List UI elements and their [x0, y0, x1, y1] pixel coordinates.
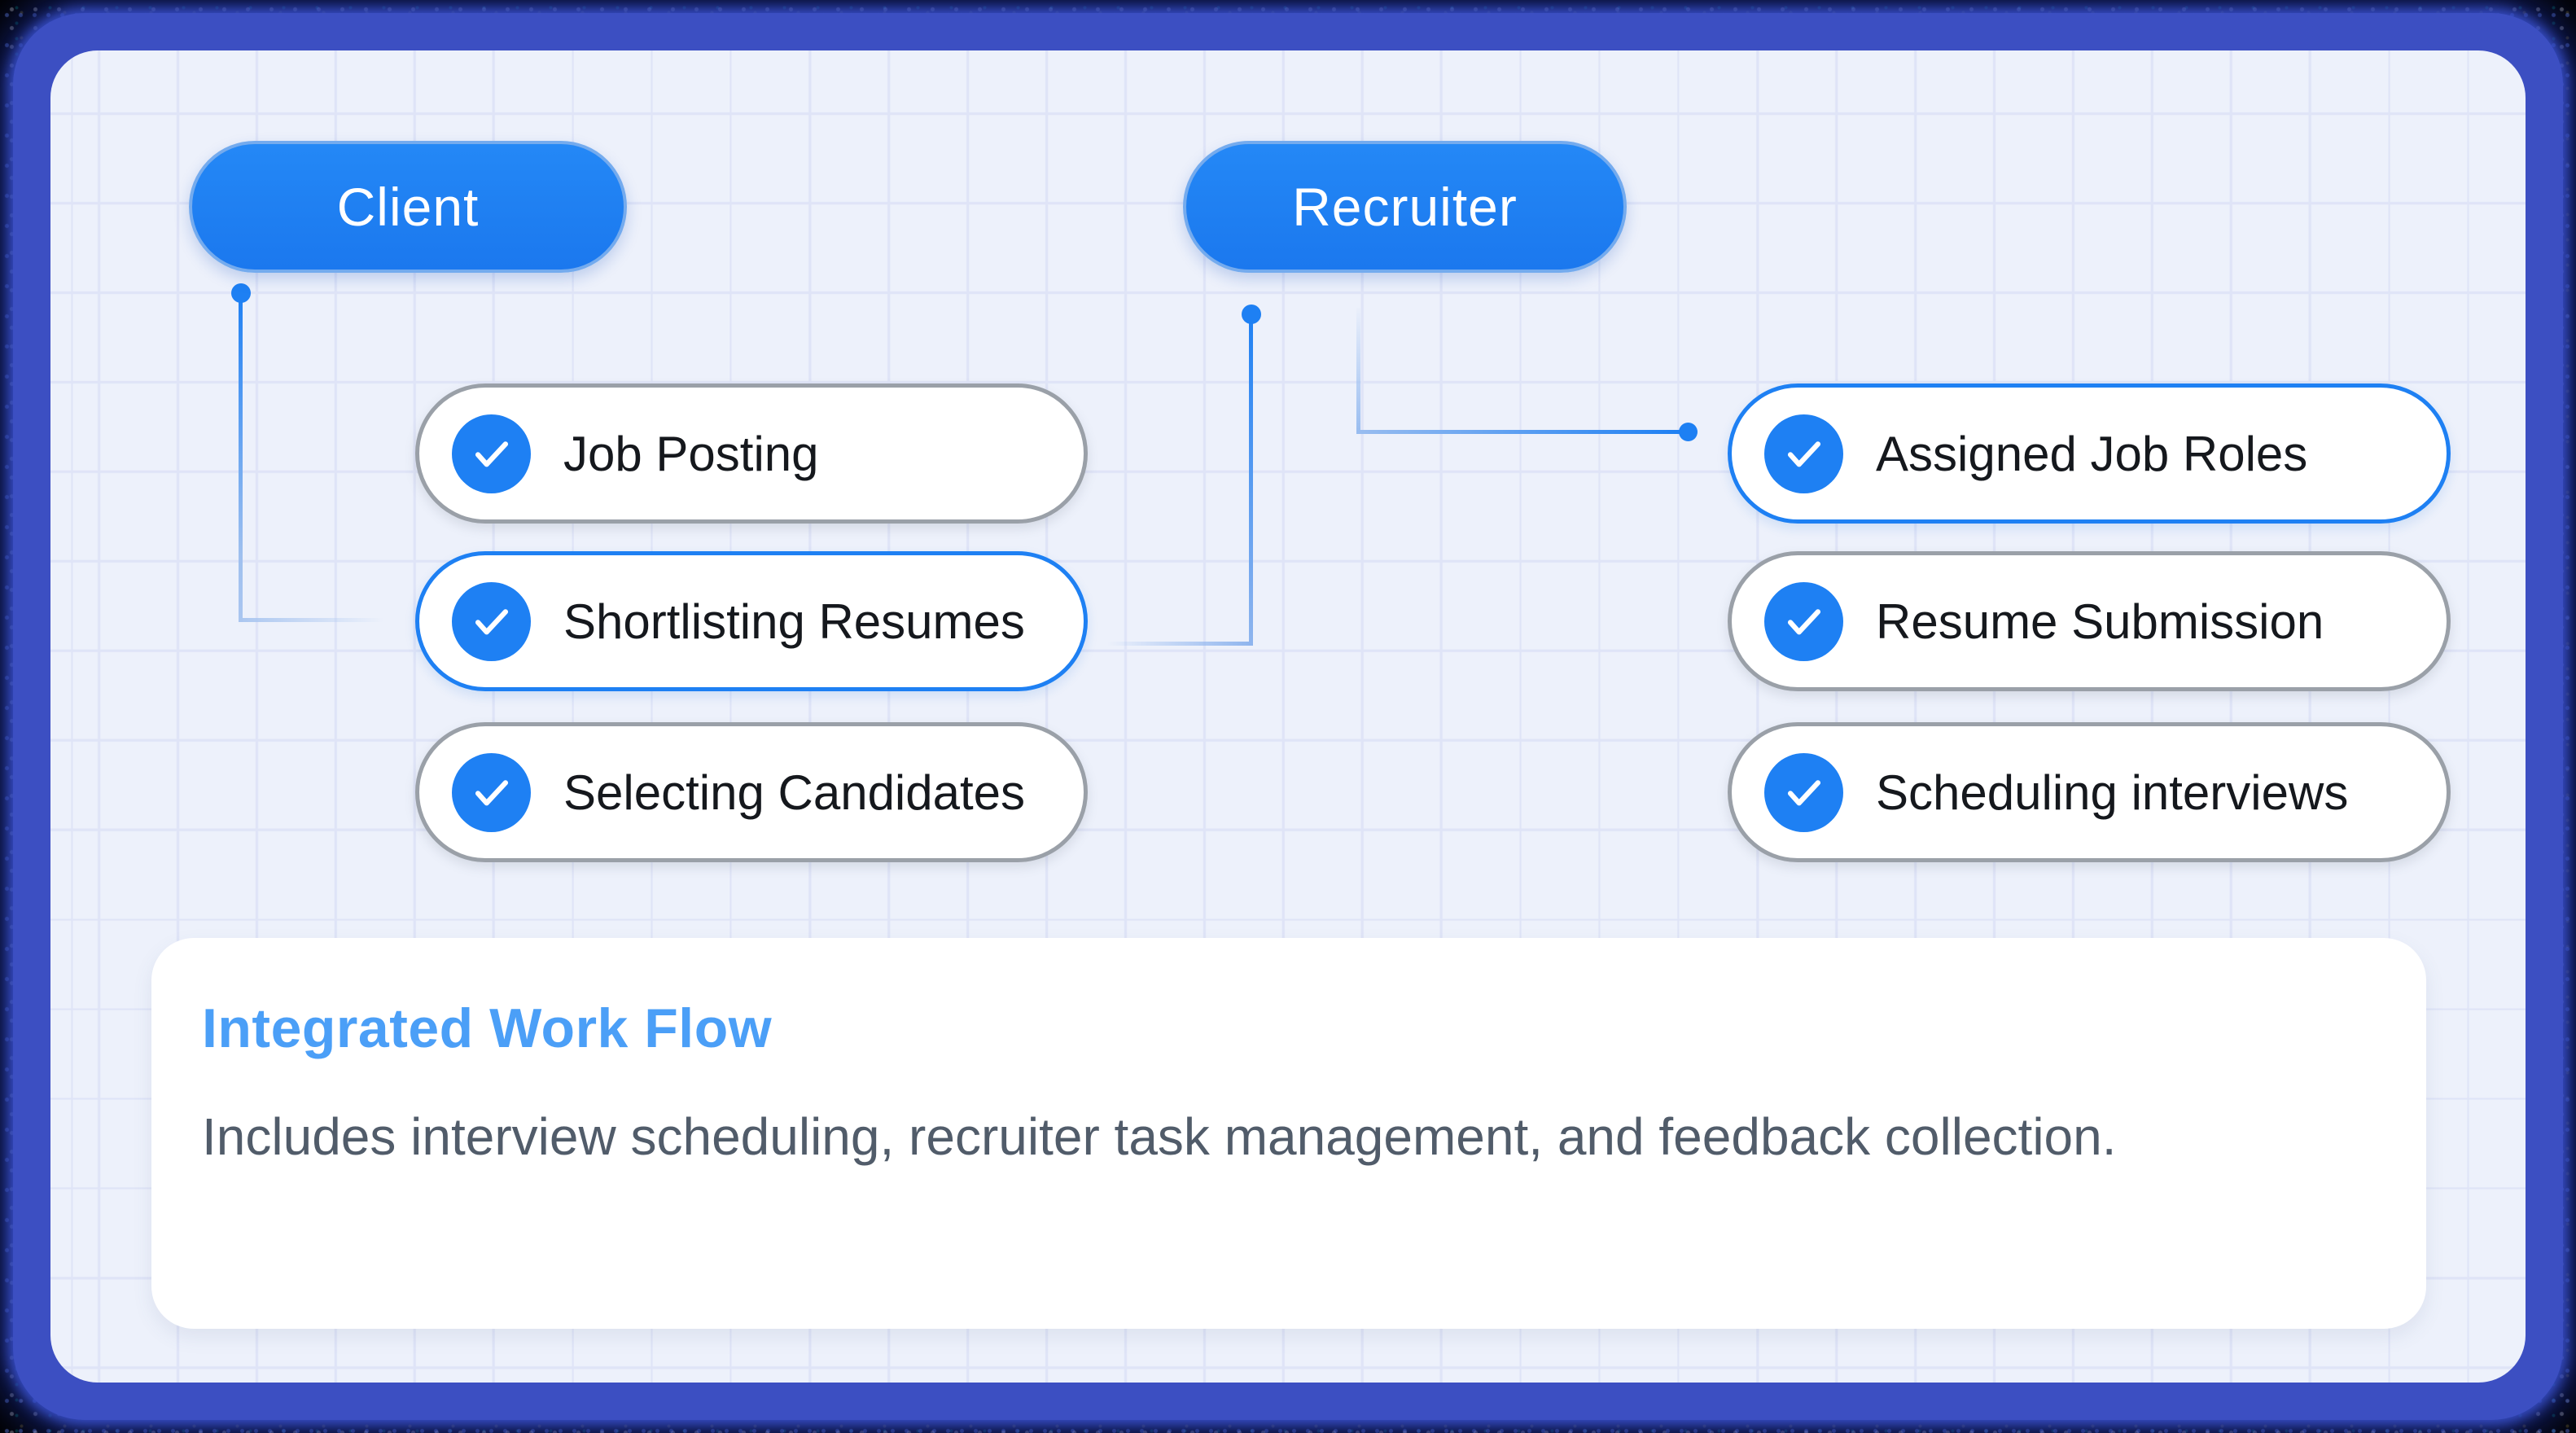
check-icon [1764, 752, 1843, 832]
info-card-title: Integrated Work Flow [202, 997, 773, 1059]
check-icon [452, 414, 531, 493]
task-pill-resume-submission[interactable]: Resume Submission [1728, 551, 2451, 691]
task-pill-assigned-job-roles[interactable]: Assigned Job Roles [1728, 383, 2451, 524]
client-actor-pill[interactable]: Client [189, 141, 627, 273]
check-icon [1764, 414, 1843, 493]
task-pill-selecting-candidates[interactable]: Selecting Candidates [415, 722, 1088, 862]
task-pill-scheduling-interviews[interactable]: Scheduling interviews [1728, 722, 2451, 862]
info-card: Integrated Work Flow Includes interview … [151, 938, 2426, 1329]
check-icon [1764, 581, 1843, 661]
client-actor-label: Client [336, 177, 480, 237]
connector-client-vertical [239, 293, 243, 622]
task-label: Job Posting [563, 426, 819, 481]
connector-recruiter-vertical [1249, 314, 1253, 646]
check-icon [452, 581, 531, 661]
info-card-body: Includes interview scheduling, recruiter… [202, 1107, 2117, 1166]
recruiter-actor-label: Recruiter [1292, 177, 1518, 237]
check-icon [452, 752, 531, 832]
connector-assigned-dot [1679, 423, 1698, 441]
connector-recruiter-to-assigned [1356, 430, 1680, 434]
task-label: Shortlisting Resumes [563, 594, 1025, 649]
task-label: Selecting Candidates [563, 765, 1026, 820]
task-pill-shortlisting-resumes[interactable]: Shortlisting Resumes [415, 551, 1088, 691]
connector-client-to-shortlisting [239, 618, 383, 622]
task-pill-job-posting[interactable]: Job Posting [415, 383, 1088, 524]
connector-recruiter-to-shortlisting [1107, 642, 1251, 646]
task-label: Scheduling interviews [1876, 765, 2349, 820]
recruiter-actor-pill[interactable]: Recruiter [1183, 141, 1627, 273]
task-label: Resume Submission [1876, 594, 2324, 649]
connector-client-dot [231, 283, 251, 303]
task-label: Assigned Job Roles [1876, 426, 2308, 481]
connector-recruiter-dot [1242, 305, 1261, 324]
connector-recruiter-branch-vertical [1356, 308, 1360, 432]
